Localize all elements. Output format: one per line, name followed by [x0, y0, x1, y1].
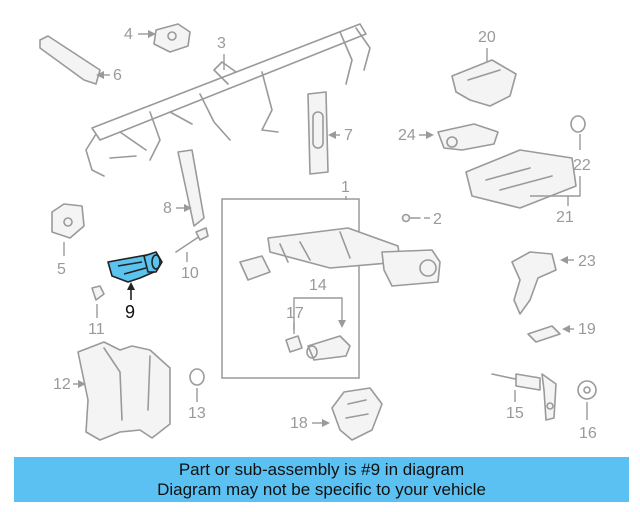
callout-11: 11 — [88, 321, 105, 338]
assembly-frame — [221, 198, 360, 379]
callout-14: 14 — [309, 277, 327, 294]
callout-19: 19 — [578, 321, 596, 338]
callout-17: 17 — [286, 305, 304, 322]
part-11[interactable] — [91, 285, 105, 301]
callout-9: 9 — [125, 302, 135, 322]
callout-1: 1 — [341, 179, 350, 196]
part-5[interactable] — [51, 203, 85, 239]
part-24-switch[interactable] — [437, 123, 499, 151]
callout-13: 13 — [188, 405, 206, 422]
callout-10: 10 — [181, 265, 199, 282]
part-6[interactable] — [39, 35, 101, 85]
callout-7: 7 — [344, 127, 353, 144]
part-4[interactable] — [153, 23, 191, 53]
part-2-screw[interactable] — [401, 213, 421, 223]
callout-15: 15 — [506, 405, 524, 422]
part-14-lock-cylinder[interactable] — [306, 335, 351, 361]
part-19[interactable] — [527, 325, 561, 343]
part-23-lever[interactable] — [511, 251, 557, 315]
info-banner: Part or sub-assembly is #9 in diagram Di… — [14, 457, 629, 502]
banner-line-part: Part or sub-assembly is #9 in diagram — [178, 459, 465, 479]
callout-18: 18 — [290, 415, 308, 432]
banner-line-disclaimer: Diagram may not be specific to your vehi… — [157, 479, 486, 499]
part-21-housing[interactable] — [465, 149, 577, 209]
callout-2: 2 — [433, 211, 442, 228]
part-cross-beam[interactable] — [85, 23, 371, 177]
part-7[interactable] — [307, 91, 329, 175]
callout-22: 22 — [573, 157, 591, 174]
part-10-bolt[interactable] — [175, 227, 209, 253]
part-16-washer[interactable] — [577, 380, 597, 400]
part-1-steering-column[interactable] — [239, 227, 441, 287]
part-18-bracket[interactable] — [331, 387, 383, 441]
callout-23: 23 — [578, 253, 596, 270]
part-8[interactable] — [177, 149, 205, 227]
part-15-key[interactable] — [491, 373, 557, 421]
part-20-shroud[interactable] — [451, 59, 517, 107]
callout-20: 20 — [478, 29, 496, 46]
callout-12: 12 — [53, 376, 71, 393]
callout-21: 21 — [556, 209, 574, 226]
part-22[interactable] — [570, 115, 586, 133]
part-9-highlighted[interactable] — [107, 251, 163, 283]
callout-24: 24 — [398, 127, 416, 144]
callout-4: 4 — [124, 26, 133, 43]
part-12-trim[interactable] — [77, 341, 171, 441]
callout-16: 16 — [579, 425, 597, 442]
callout-3: 3 — [217, 35, 226, 52]
callout-5: 5 — [57, 261, 66, 278]
parts-diagram: 3 4 6 7 8 5 10 9 — [39, 23, 597, 442]
part-13[interactable] — [189, 368, 205, 386]
callout-8: 8 — [163, 200, 172, 217]
part-17[interactable] — [285, 335, 303, 353]
callout-6: 6 — [113, 67, 122, 84]
